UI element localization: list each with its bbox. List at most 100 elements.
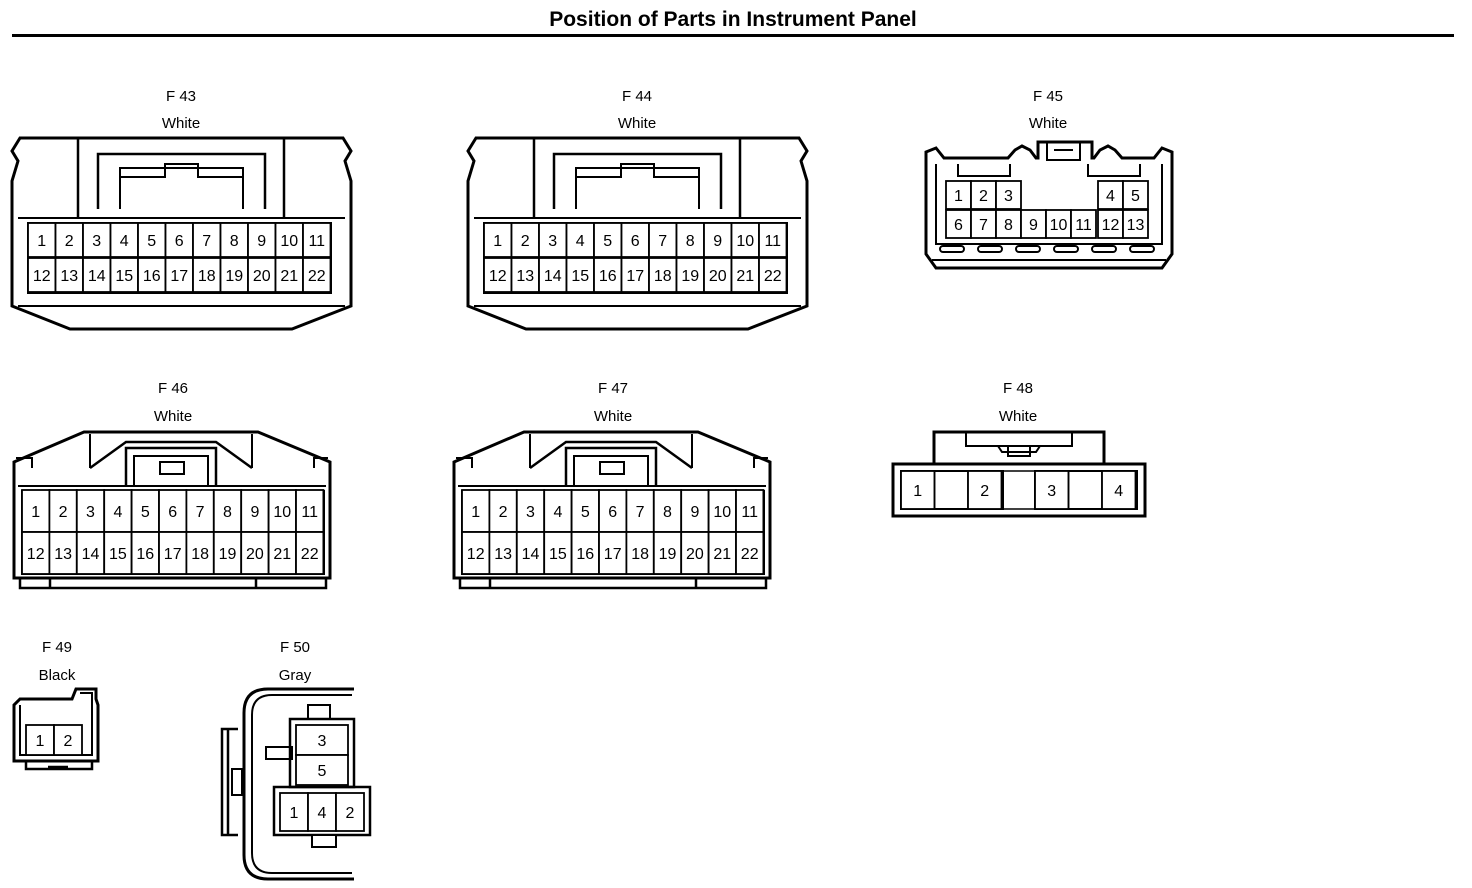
connector-color-label: White (153, 408, 193, 425)
pin-number: 4 (576, 233, 585, 250)
pin-number: 3 (86, 504, 95, 521)
pin-number: 16 (599, 268, 617, 285)
pin-cell (302, 257, 332, 293)
pin-number: 1 (37, 233, 46, 250)
pin-cell (219, 222, 249, 258)
pin-cell (735, 531, 765, 575)
pin-cell (648, 222, 678, 258)
pin-cell (570, 531, 600, 575)
pin-number: 19 (681, 268, 699, 285)
connector-color-label: White (998, 408, 1038, 425)
pin-number: 13 (494, 546, 512, 563)
pin-cell (212, 531, 243, 575)
pin-number: 12 (33, 268, 51, 285)
pin-cell (570, 489, 600, 533)
pin-number: 3 (1047, 483, 1056, 500)
pin-cell (565, 222, 595, 258)
pin-number: 12 (27, 546, 45, 563)
connector-color-label: White (1028, 115, 1068, 132)
pin-number: 12 (1102, 217, 1120, 234)
pin-number: 3 (318, 733, 327, 750)
connector-id-label: F 44 (621, 88, 652, 105)
pin-cell (1034, 470, 1070, 510)
pin-cell (593, 222, 623, 258)
pin-cell (295, 754, 349, 786)
pin-number: 10 (1050, 217, 1068, 234)
pin-number: 21 (736, 268, 754, 285)
pin-number: 17 (626, 268, 644, 285)
pin-cell (970, 180, 997, 210)
pin-number: 6 (631, 233, 640, 250)
pin-number: 16 (136, 546, 154, 563)
pin-number: 22 (301, 546, 319, 563)
pin-number: 8 (686, 233, 695, 250)
pin-cell (307, 792, 337, 832)
pin-number: 22 (764, 268, 782, 285)
pin-number: 2 (521, 233, 530, 250)
pin-number: 1 (913, 483, 922, 500)
pin-number: 1 (290, 805, 299, 822)
title-rule (12, 34, 1454, 37)
pin-number: 4 (1106, 188, 1115, 205)
pin-number: 14 (82, 546, 100, 563)
connector-color-label: Gray (278, 667, 312, 684)
pin-number: 22 (308, 268, 326, 285)
pin-cell (54, 257, 84, 293)
connector-color-label: White (161, 115, 201, 132)
pin-number: 17 (170, 268, 188, 285)
pin-number: 10 (736, 233, 754, 250)
pin-number: 9 (690, 504, 699, 521)
empty-cavity (1067, 470, 1103, 510)
pin-number: 15 (549, 546, 567, 563)
pin-number: 5 (318, 763, 327, 780)
pin-cell (164, 257, 194, 293)
pin-number: 7 (196, 504, 205, 521)
pin-cell (707, 489, 737, 533)
pin-cell (274, 222, 304, 258)
pin-cell (54, 222, 84, 258)
pin-number: 5 (141, 504, 150, 521)
pin-cell (652, 531, 683, 575)
connector-id-label: F 45 (1032, 88, 1063, 105)
pin-cell (295, 724, 349, 756)
pin-cell (703, 222, 733, 258)
pin-number: 19 (219, 546, 237, 563)
pin-number: 4 (120, 233, 129, 250)
pin-number: 2 (980, 483, 989, 500)
pin-cell (1020, 209, 1047, 239)
pin-number: 14 (88, 268, 106, 285)
pin-number: 1 (471, 504, 480, 521)
pin-number: 2 (59, 504, 68, 521)
pin-cell (543, 531, 573, 575)
pin-number: 17 (164, 546, 182, 563)
pin-number: 3 (92, 233, 101, 250)
pin-number: 9 (1029, 217, 1038, 234)
pin-cell (758, 257, 788, 293)
pin-cell (27, 222, 57, 258)
pin-number: 7 (658, 233, 667, 250)
pin-number: 15 (115, 268, 133, 285)
pin-number: 16 (576, 546, 594, 563)
pin-number: 8 (223, 504, 232, 521)
pin-cell (1101, 470, 1137, 510)
pin-number: 18 (191, 546, 209, 563)
pin-number: 3 (1004, 188, 1013, 205)
pin-number: 5 (581, 504, 590, 521)
pin-number: 19 (659, 546, 677, 563)
pin-cell (995, 180, 1022, 210)
pin-cell (945, 209, 972, 239)
pin-number: 16 (143, 268, 161, 285)
pin-number: 13 (516, 268, 534, 285)
pin-cell (75, 489, 106, 533)
pin-cell (461, 531, 491, 575)
connector-id-label: F 46 (157, 380, 188, 397)
pin-cell (247, 222, 277, 258)
